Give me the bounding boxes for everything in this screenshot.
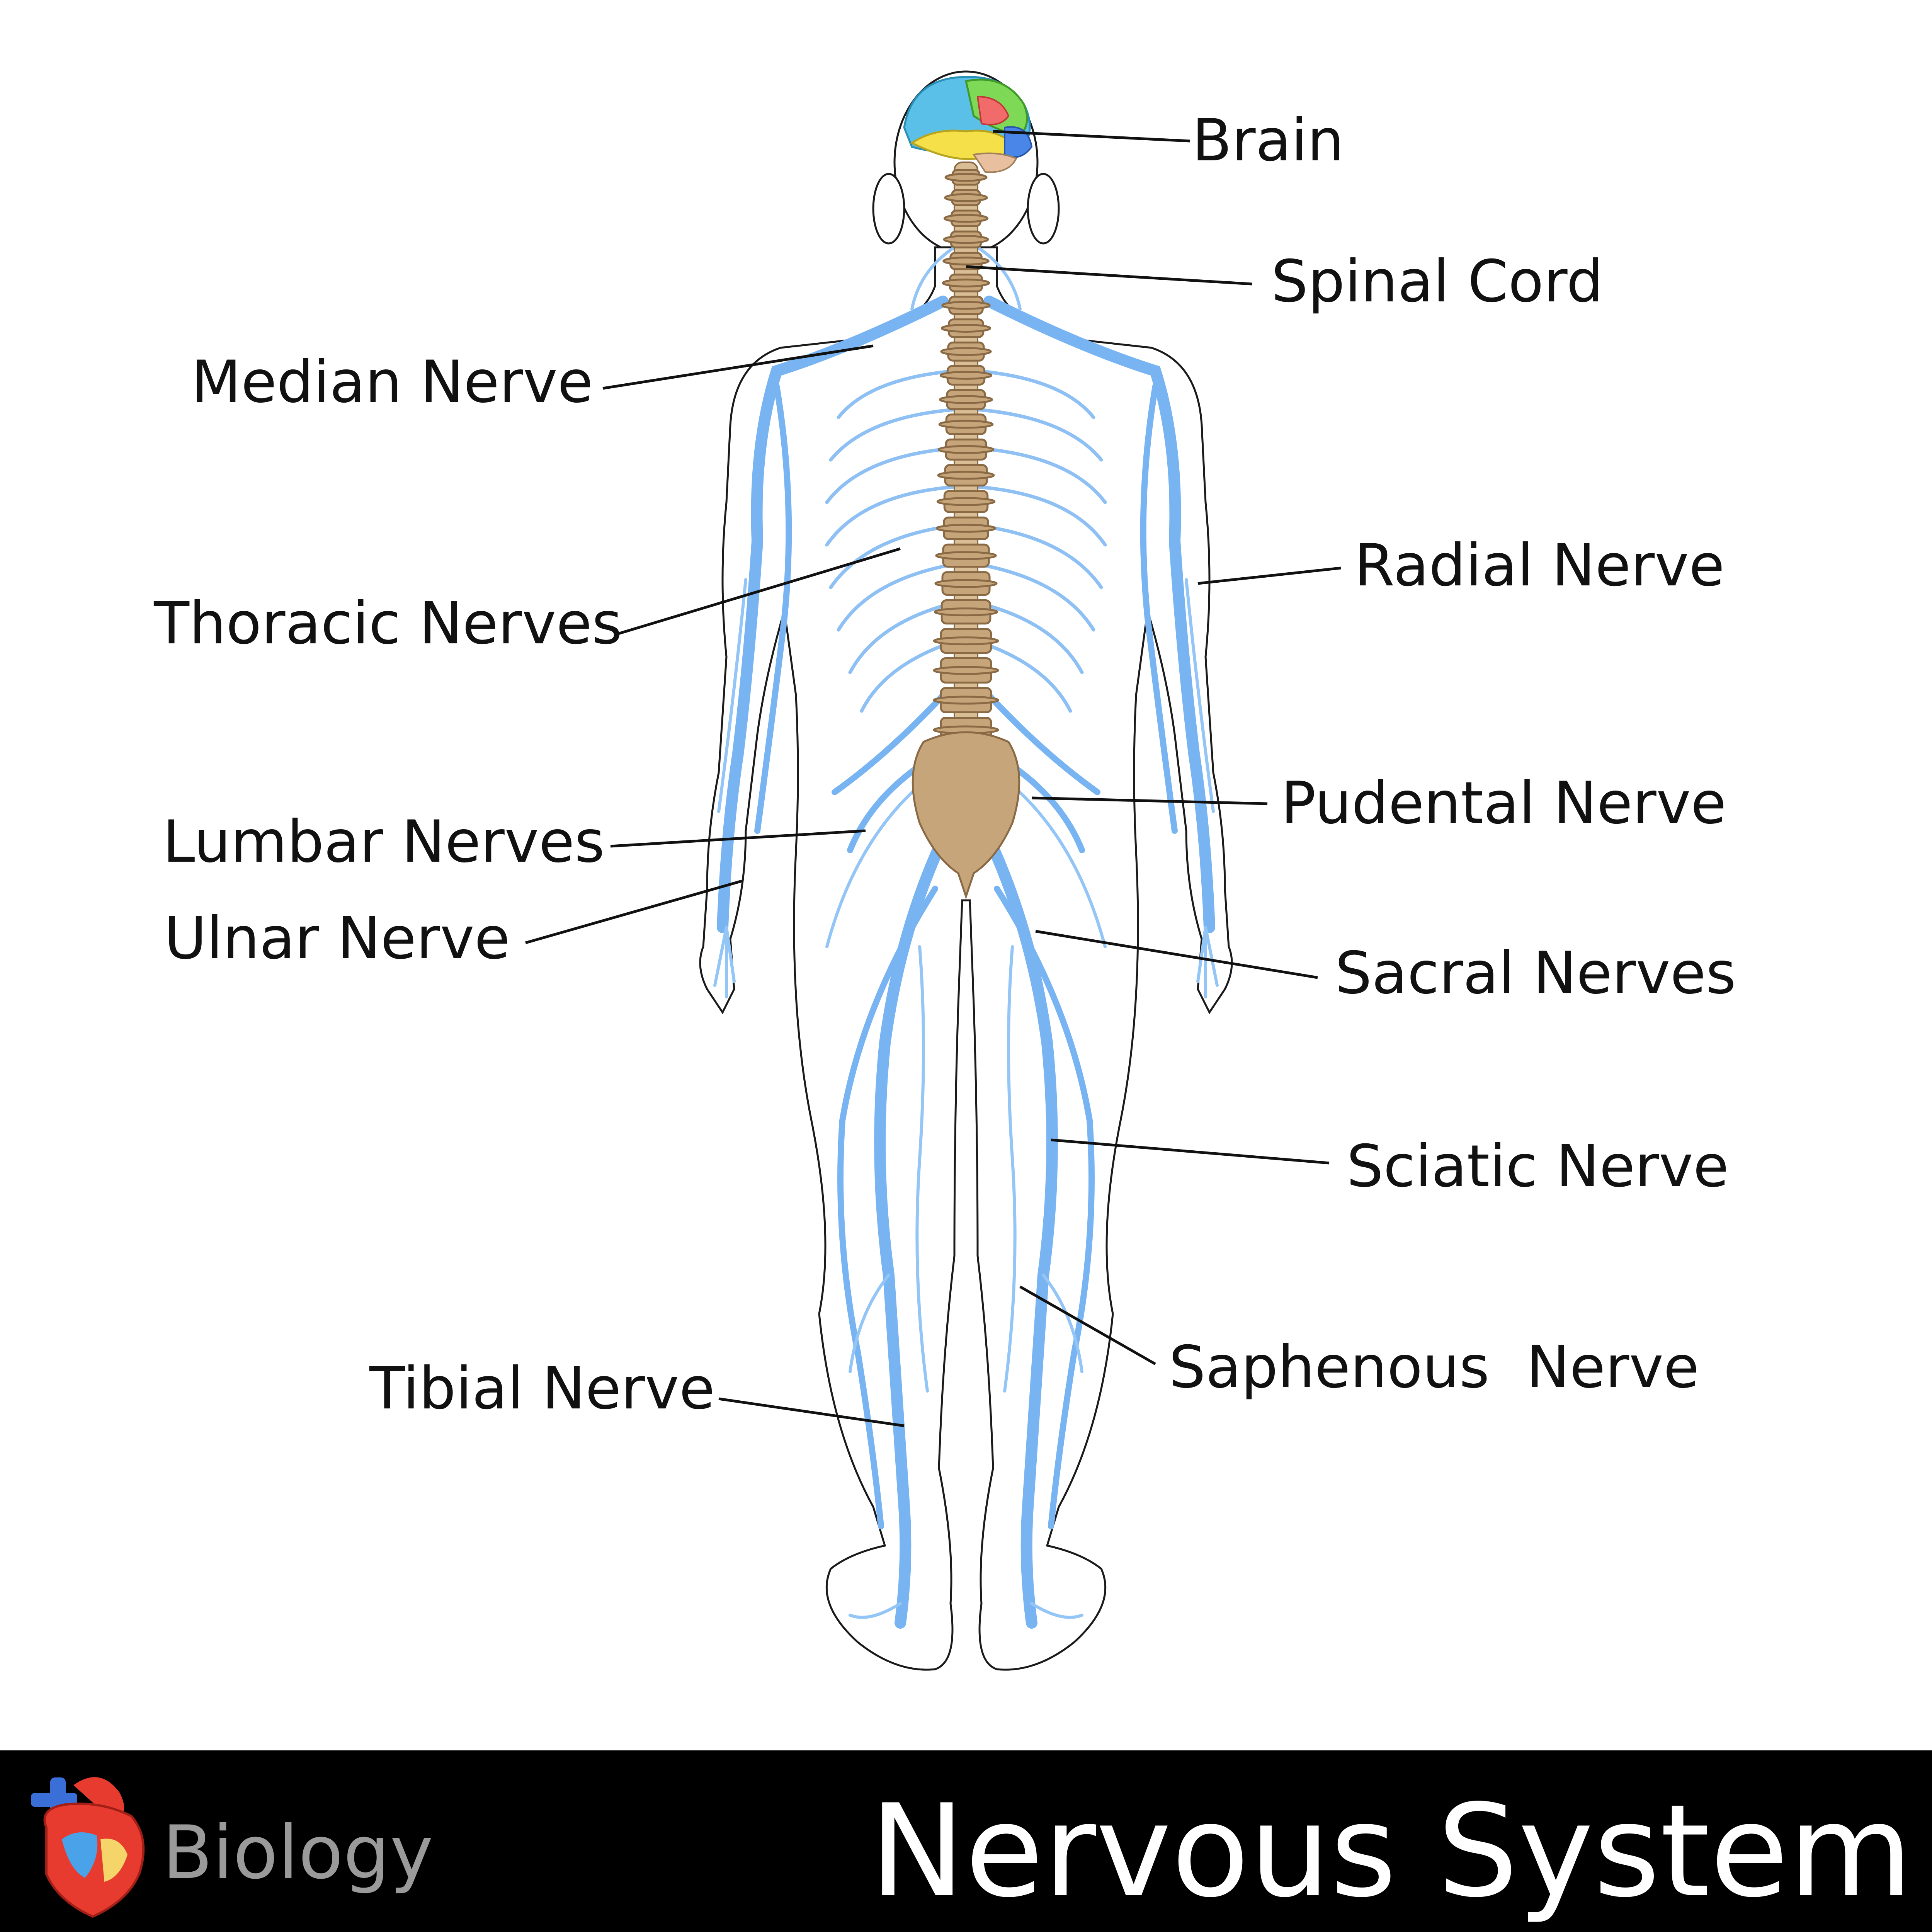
nerve-network bbox=[713, 246, 1219, 1629]
label-spinal-cord: Spinal Cord bbox=[1271, 248, 1603, 315]
leader-lines bbox=[525, 130, 1341, 1427]
vertebra-process bbox=[943, 235, 989, 244]
vertebra-process bbox=[938, 420, 994, 429]
vertebra-process bbox=[937, 471, 995, 480]
leader-brain bbox=[993, 130, 1190, 143]
vertebra-process bbox=[940, 323, 992, 333]
label-pudental-nerve: Pudental Nerve bbox=[1281, 770, 1726, 837]
footer-subject: Biology bbox=[162, 1810, 433, 1895]
leader-lumbar-nerves bbox=[610, 829, 866, 848]
leader-spinal-cord bbox=[966, 265, 1252, 286]
label-lumbar-nerves: Lumbar Nerves bbox=[163, 808, 605, 876]
label-thoracic-nerves: Thoracic Nerves bbox=[153, 590, 622, 657]
thoracic-nerve-ribs bbox=[825, 369, 1107, 713]
vertebra-process bbox=[934, 579, 998, 588]
label-saphenous-nerve: Saphenous Nerve bbox=[1169, 1334, 1699, 1401]
vertebra-process bbox=[939, 371, 993, 380]
label-median-nerve: Median Nerve bbox=[191, 349, 593, 416]
leader-median-nerve bbox=[602, 344, 874, 390]
vertebra-process bbox=[936, 497, 996, 506]
footer-banner: Biology Nervous System bbox=[0, 1750, 1932, 1932]
vertebra-process bbox=[944, 193, 988, 202]
leader-saphenous-nerve bbox=[1019, 1285, 1156, 1366]
brain-illustration bbox=[903, 76, 1033, 173]
label-sciatic-nerve: Sciatic Nerve bbox=[1347, 1133, 1729, 1200]
vertebra-process bbox=[942, 278, 990, 287]
spinal-column bbox=[912, 162, 1020, 900]
heart-icon bbox=[31, 1777, 145, 1918]
leader-radial-nerve bbox=[1197, 566, 1341, 585]
vertebra-process bbox=[940, 347, 992, 356]
footer-title: Nervous System bbox=[870, 1777, 1913, 1925]
vertebra-process bbox=[944, 173, 988, 182]
label-sacral-nerves: Sacral Nerves bbox=[1335, 940, 1736, 1007]
vertebra-process bbox=[941, 301, 991, 310]
leader-pudental-nerve bbox=[1031, 796, 1268, 805]
vertebra-process bbox=[938, 445, 994, 454]
label-ulnar-nerve: Ulnar Nerve bbox=[164, 905, 510, 972]
vertebra-process bbox=[935, 551, 997, 560]
vertebra-process bbox=[943, 214, 989, 223]
leader-sacral-nerves bbox=[1035, 930, 1318, 979]
leader-sciatic-nerve bbox=[1051, 1138, 1330, 1165]
labels: Brain Spinal Cord Median Nerve Radial Ne… bbox=[153, 107, 1736, 1422]
vertebra-process bbox=[936, 524, 996, 533]
vertebra-process bbox=[934, 607, 998, 617]
vertebra-process bbox=[933, 636, 999, 646]
leader-tibial-nerve bbox=[718, 1397, 905, 1427]
vertebra-process bbox=[933, 696, 999, 705]
label-tibial-nerve: Tibial Nerve bbox=[369, 1355, 715, 1422]
leader-thoracic-nerves bbox=[617, 547, 901, 635]
label-brain: Brain bbox=[1192, 107, 1344, 174]
footer-background bbox=[0, 1750, 1932, 1932]
vertebra-process bbox=[939, 395, 993, 404]
vertebra-process bbox=[933, 666, 999, 675]
vertebra-process bbox=[942, 256, 990, 265]
leader-ulnar-nerve bbox=[525, 879, 742, 944]
label-radial-nerve: Radial Nerve bbox=[1354, 532, 1725, 599]
